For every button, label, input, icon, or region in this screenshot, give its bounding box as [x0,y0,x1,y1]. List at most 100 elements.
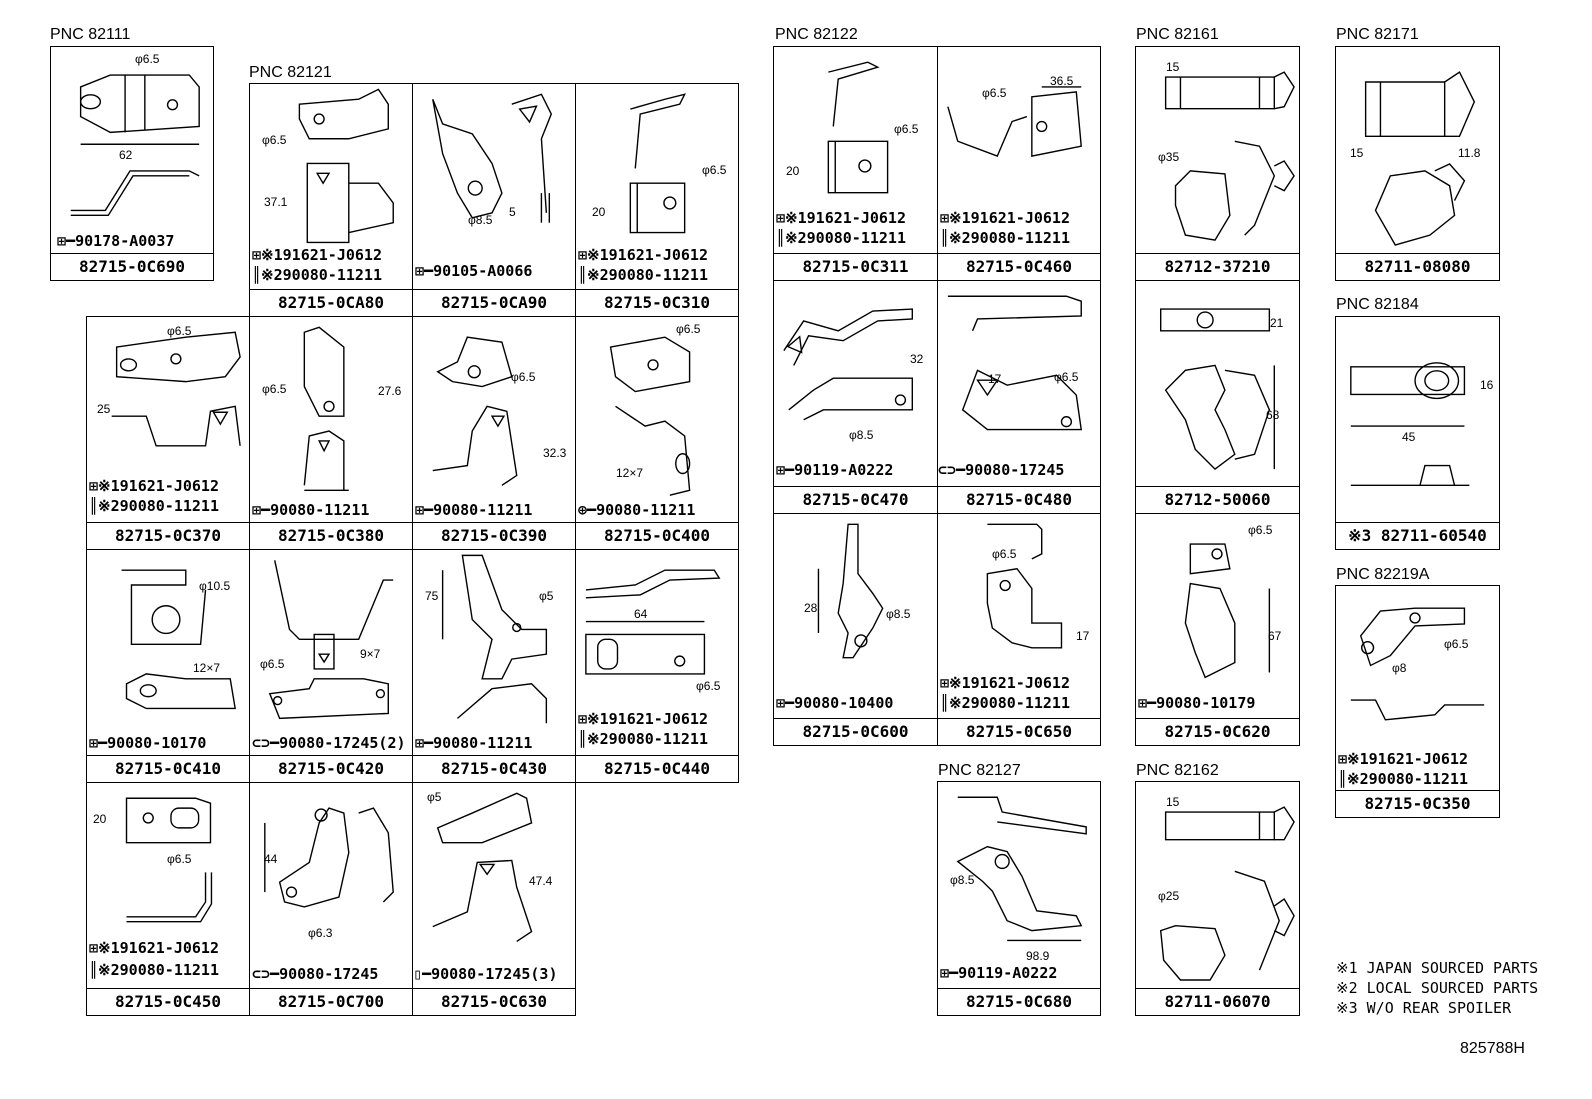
pnc-label-82127: PNC 82127 [938,762,1021,779]
part-cell-82715-0c430[interactable]: 75 φ5 ⊞━90080-11211 82715-0C430 [412,549,576,783]
bracket-drawing [413,783,575,1015]
bolt-label-1: ⊞※191621-J0612 [1338,750,1468,768]
bolt-label: ⊞━90080-10170 [89,734,207,752]
bolt-label: ⊞━90080-10179 [1138,694,1256,712]
part-cell-82715-0c390[interactable]: φ6.5 32.3 ⊞━90080-11211 82715-0C390 [412,316,576,550]
bracket-drawing [250,550,412,782]
part-cell-82715-0c440[interactable]: 64 φ6.5 ⊞※191621-J0612 ║※290080-11211 82… [575,549,739,783]
part-cell-82715-0c410[interactable]: φ10.5 12×7 ⊞━90080-10170 82715-0C410 [86,549,250,783]
part-number: 82715-0CA80 [250,289,412,316]
part-cell-82715-0c450[interactable]: 20 φ6.5 ⊞※191621-J0612 ║※290080-11211 82… [86,782,250,1016]
part-cell-82715-0c620[interactable]: φ6.5 67 ⊞━90080-10179 82715-0C620 [1135,513,1300,746]
bolt-label: ⊕━90080-11211 [578,501,696,519]
dim-hole: φ5 [539,589,554,603]
diagram-reference-code: 825788H [1460,1040,1525,1057]
part-cell-82715-0c370[interactable]: φ6.5 25 ⊞※191621-J0612 ║※290080-11211 82… [86,316,250,550]
part-cell-82715-0c680[interactable]: φ8.5 98.9 ⊞━90119-A0222 82715-0C680 [937,781,1101,1016]
part-number: 82715-0C310 [576,289,738,316]
bolt-label-1: ⊞※191621-J0612 [776,209,906,227]
dim-height: 47.4 [529,874,553,888]
dim-height: 16 [1480,378,1494,392]
part-cell-82715-0c650[interactable]: φ6.5 17 ⊞※191621-J0612 ║※290080-11211 82… [937,513,1101,746]
dim-height: 20 [93,812,107,826]
part-cell-82715-0c630[interactable]: φ5 47.4 ▯━90080-17245(3) 82715-0C630 [412,782,576,1016]
dim-height: 75 [425,589,439,603]
part-cell-82715-0c400[interactable]: φ6.5 12×7 ⊕━90080-11211 82715-0C400 [575,316,739,550]
part-number: 82715-0C311 [774,253,937,280]
bracket-drawing [774,47,937,280]
dim-height: 67 [1268,629,1282,643]
part-cell-82715-0c690[interactable]: φ6.5 62 ⊞━90178-A0037 82715-0C690 [50,46,214,281]
bolt-label-1: ⊞※191621-J0612 [252,246,382,264]
bracket-drawing [51,47,213,280]
part-cell-82715-0c700[interactable]: 44 φ6.3 ⊂⊃━90080-17245 82715-0C700 [249,782,413,1016]
dim-hole: φ8.5 [886,607,911,621]
bolt-label-2: ║※290080-11211 [89,497,219,515]
part-cell-82715-0ca80[interactable]: φ6.5 37.1 ⊞※191621-J0612 ║※290080-11211 … [249,83,413,317]
dim-height: 28 [804,601,818,615]
dim-hole: φ6.5 [1054,370,1079,384]
dim-height: 44 [264,852,278,866]
dim-hole: φ8.5 [468,213,493,227]
part-cell-82715-0ca90[interactable]: φ8.5 5 ⊞━90105-A0066 82715-0CA90 [412,83,576,317]
dim-hole: φ6.5 [696,679,721,693]
part-cell-82712-37210[interactable]: 15 φ35 82712-37210 [1135,46,1300,281]
part-number: 82715-0C620 [1136,718,1299,745]
part-number: 82715-0C700 [250,988,412,1015]
part-number: 82715-0C410 [87,755,249,782]
dim-height: 32.3 [543,446,567,460]
bracket-drawing [250,783,412,1015]
bolt-label-2: ║※290080-11211 [776,229,906,247]
dim-length: 45 [1402,430,1416,444]
dim-height: 68 [1266,408,1280,422]
part-number: 82711-06070 [1136,988,1299,1015]
part-number: 82715-0C630 [413,988,575,1015]
bolt-label-1: ⊞※191621-J0612 [578,246,708,264]
bolt-label-1: ⊞※191621-J0612 [940,674,1070,692]
bolt-label: ⊞━90178-A0037 [57,232,175,250]
pnc-label-82121: PNC 82121 [249,64,332,81]
bracket-drawing [1136,514,1299,745]
bracket-drawing [413,550,575,782]
part-number: 82715-0C420 [250,755,412,782]
note-wo-rear-spoiler: ※3 W/O REAR SPOILER [1336,999,1512,1017]
bolt-label: ⊂⊃━90080-17245(2) [252,734,406,752]
dim-length: 98.9 [1026,949,1050,963]
dim-hole: φ6.5 [167,324,192,338]
pnc-label-82171: PNC 82171 [1336,26,1419,43]
dim-hole: φ6.5 [702,163,727,177]
clamp-drawing [1136,281,1299,513]
part-cell-82711-08080[interactable]: 15 11.8 82711-08080 [1335,46,1500,281]
bolt-label-2: ║※290080-11211 [1338,770,1468,788]
dim-width: 36.5 [1050,74,1074,88]
part-number: 82715-0C400 [576,522,738,549]
bracket-drawing [576,550,738,782]
part-cell-82712-50060[interactable]: 21 68 82712-50060 [1135,280,1300,514]
part-cell-82715-0c600[interactable]: 28 φ8.5 ⊞━90080-10400 82715-0C600 [773,513,938,746]
bolt-label: ⊞━90080-10400 [776,694,894,712]
dim-hole: φ6.5 [262,133,287,147]
dim-hole: φ6.3 [308,926,333,940]
part-cell-82711-06070[interactable]: 15 φ25 82711-06070 [1135,781,1300,1016]
dim-length: 64 [634,607,648,621]
part-cell-82715-0c470[interactable]: 32 φ8.5 ⊞━90119-A0222 82715-0C470 [773,280,938,514]
part-number: 82712-50060 [1136,486,1299,513]
part-cell-82715-0c310[interactable]: φ6.5 20 ⊞※191621-J0612 ║※290080-11211 82… [575,83,739,317]
bolt-label-2: ║※290080-11211 [89,961,219,979]
part-cell-82715-0c460[interactable]: φ6.5 36.5 ⊞※191621-J0612 ║※290080-11211 … [937,46,1101,281]
part-cell-82715-0c380[interactable]: φ6.5 27.6 ⊞━90080-11211 82715-0C380 [249,316,413,550]
part-cell-82715-0c311[interactable]: φ6.5 20 ⊞※191621-J0612 ║※290080-11211 82… [773,46,938,281]
part-number: 82715-0C680 [938,988,1100,1015]
clamp-drawing [1136,47,1299,280]
dim-hole: φ8.5 [950,873,975,887]
bolt-label-2: ║※290080-11211 [940,229,1070,247]
part-cell-82715-0c420[interactable]: φ6.5 9×7 ⊂⊃━90080-17245(2) 82715-0C420 [249,549,413,783]
part-cell-82711-60540[interactable]: 16 45 ※3 82711-60540 [1335,316,1500,550]
part-cell-82715-0c350[interactable]: φ6.5 φ8 ⊞※191621-J0612 ║※290080-11211 82… [1335,585,1500,818]
part-cell-82715-0c480[interactable]: 17 φ6.5 ⊂⊃━90080-17245 82715-0C480 [937,280,1101,514]
bolt-label: ⊞━90080-11211 [415,734,533,752]
bolt-label: ▯━90080-17245(3) [413,965,558,983]
bracket-drawing [774,281,937,513]
dim-height: 15 [1166,60,1180,74]
dim-slot: 9×7 [360,647,381,661]
